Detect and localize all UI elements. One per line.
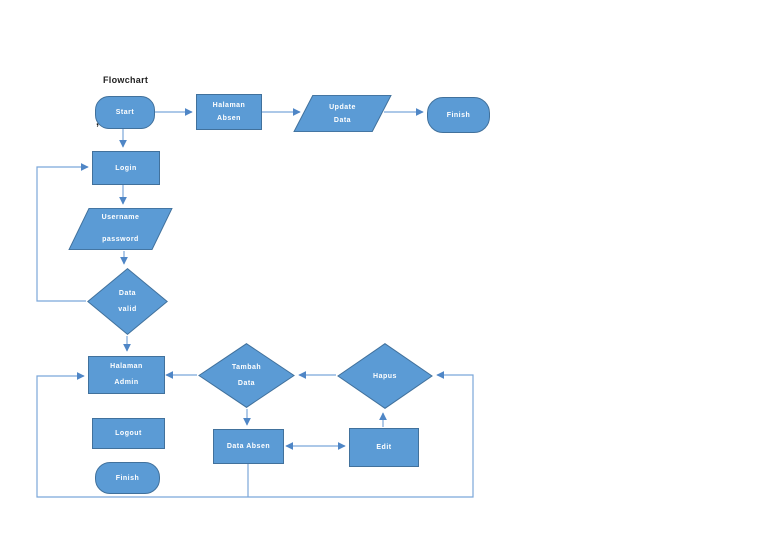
- parallelogram-shape: [293, 95, 392, 132]
- node-username-password[interactable]: Username password: [68, 208, 173, 250]
- node-label: Halaman Absen: [212, 102, 246, 122]
- node-label: Start: [115, 109, 135, 116]
- node-label: Username password: [101, 214, 140, 243]
- node-label: Finish: [115, 474, 140, 482]
- node-halaman-absen[interactable]: Halaman Absen: [196, 94, 262, 130]
- node-logout[interactable]: Logout: [92, 418, 165, 449]
- node-label: Hapus: [373, 372, 397, 380]
- node-hapus[interactable]: Hapus: [337, 343, 433, 409]
- node-label: Halaman Admin: [110, 363, 143, 386]
- node-label: Data Absen: [226, 443, 271, 450]
- node-login[interactable]: Login: [92, 151, 160, 185]
- node-label: Login: [115, 164, 137, 172]
- node-label: Data valid: [118, 289, 137, 313]
- node-label: Logout: [115, 430, 142, 437]
- node-halaman-admin[interactable]: Halaman Admin: [88, 356, 165, 394]
- node-label: Edit: [376, 444, 392, 451]
- node-finish-top[interactable]: Finish: [427, 97, 490, 133]
- node-data-absen[interactable]: Data Absen: [213, 429, 284, 464]
- node-label: Finish: [446, 111, 471, 119]
- node-label: Update Data: [329, 103, 356, 124]
- diamond-shape: [87, 268, 168, 335]
- node-edit[interactable]: Edit: [349, 428, 419, 467]
- node-update-data[interactable]: Update Data: [293, 95, 392, 132]
- node-label: Tambah Data: [231, 363, 262, 387]
- node-data-valid[interactable]: Data valid: [87, 268, 168, 335]
- node-start[interactable]: Start: [95, 96, 155, 129]
- diagram-title: Flowchart: [103, 75, 149, 85]
- node-tambah-data[interactable]: Tambah Data: [198, 343, 295, 408]
- node-finish-bottom[interactable]: Finish: [95, 462, 160, 494]
